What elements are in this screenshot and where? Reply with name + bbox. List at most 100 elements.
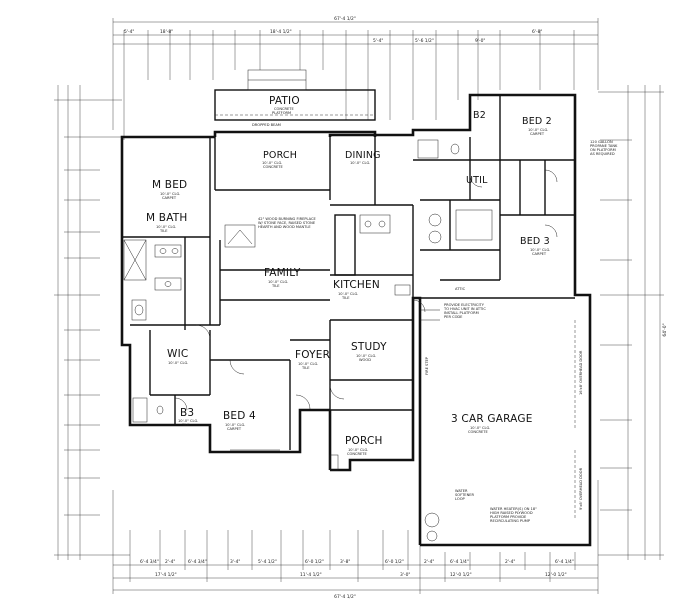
master-bath-note-2: TILE bbox=[159, 229, 168, 233]
study-note-2: WOOD bbox=[359, 358, 371, 362]
water-heater-note-2: HIGH RAISED PLYWOOD bbox=[490, 511, 533, 515]
dining-label: DINING bbox=[345, 150, 381, 161]
bed4-note-1: 10'-0" CLG. bbox=[225, 423, 245, 427]
rear-porch-note-2: CONCRETE bbox=[263, 165, 283, 169]
dropped-beam-note: DROPPED BEAM bbox=[252, 123, 281, 127]
foyer-label: FOYER bbox=[295, 349, 330, 361]
bottom-dim-2: 2'-4" bbox=[165, 559, 175, 565]
bottom-dim-3: 6'-4 3/4" bbox=[188, 559, 207, 565]
bottom-dim-1: 6'-4 3/4" bbox=[140, 559, 159, 565]
bottom-dim-4: 3'-4" bbox=[230, 559, 240, 565]
attic-note: ATTIC bbox=[455, 287, 466, 291]
bottom-total-1: 17'-4 1/2" bbox=[155, 572, 177, 578]
master-bed-label: M BED bbox=[152, 179, 187, 191]
patio-area bbox=[214, 69, 376, 121]
bottom-dim-11: 2'-4" bbox=[505, 559, 515, 565]
family-note-2: TILE bbox=[271, 284, 280, 288]
overall-depth-right: 64'-0" bbox=[662, 323, 668, 336]
top-dim-3: 18'-4 1/2" bbox=[270, 29, 292, 35]
study-note-1: 10'-0" CLG. bbox=[356, 354, 376, 358]
bed3-label: BED 3 bbox=[520, 236, 550, 247]
patio-note-2: PLATFORM bbox=[272, 111, 291, 115]
fireplace-note-2: W/ STONE FACE, RAISED STONE bbox=[258, 221, 316, 225]
rear-porch-note-1: 10'-0" CLG. bbox=[262, 161, 282, 165]
garage-door-note-2: 9'x8' OVERHEAD DOOR bbox=[579, 467, 583, 510]
bed2-note-2: CARPET bbox=[530, 132, 545, 136]
bottom-dim-7: 3'-8" bbox=[340, 559, 350, 565]
water-heater-note-3: PLATFORM PROVIDE bbox=[490, 515, 527, 519]
top-dim-5: 5'-6 1/2" bbox=[415, 38, 434, 44]
top-dim-1: 5'-4" bbox=[124, 29, 134, 35]
bottom-dim-10: 6'-4 1/4" bbox=[450, 559, 469, 565]
b3-label: B3 bbox=[180, 407, 194, 419]
hvac-note-2: TO HVAC UNIT IN ATTIC bbox=[443, 307, 486, 311]
front-porch-note-1: 10'-0" CLG. bbox=[348, 448, 368, 452]
bottom-dim-8: 6'-0 1/2" bbox=[385, 559, 404, 565]
study-label: STUDY bbox=[351, 341, 387, 353]
interior-walls bbox=[122, 95, 575, 450]
bed2-note-1: 10'-0" CLG. bbox=[528, 128, 548, 132]
kitchen-label: KITCHEN bbox=[333, 279, 380, 291]
water-softener-note-3: LOOP bbox=[455, 497, 466, 501]
family-label: FAMILY bbox=[264, 267, 301, 279]
front-porch-label: PORCH bbox=[345, 435, 383, 447]
propane-note-2: PROPANE TANK bbox=[590, 144, 618, 148]
water-softener-note-1: WATER bbox=[455, 489, 468, 493]
water-softener-note-2: SOFTENER bbox=[455, 493, 475, 497]
water-heater-note-4: RECIRCULATING PUMP bbox=[490, 519, 531, 523]
propane-note-3: ON PLATFORM bbox=[590, 148, 616, 152]
room-labels: PORCH 10'-0" CLG. CONCRETE DINING 10'-0"… bbox=[146, 110, 552, 456]
garage-label: 3 CAR GARAGE bbox=[451, 413, 533, 425]
master-bath-note-1: 10'-0" CLG. bbox=[156, 225, 176, 229]
fixtures bbox=[123, 94, 576, 542]
hvac-note-3: INSTALL PLATFORM bbox=[444, 311, 479, 315]
kitchen-note-1: 10'-0" CLG. bbox=[338, 292, 358, 296]
hvac-note-4: PER CODE bbox=[444, 315, 463, 319]
bottom-dim-12: 6'-4 1/4" bbox=[555, 559, 574, 565]
foyer-note-1: 10'-0" CLG. bbox=[298, 362, 318, 366]
bottom-total-5: 12'-0 1/2" bbox=[545, 572, 567, 578]
top-dim-2: 18'-8" bbox=[160, 29, 173, 35]
garage-note-2: CONCRETE bbox=[468, 430, 488, 434]
kitchen-note-2: TILE bbox=[341, 296, 350, 300]
bed4-label: BED 4 bbox=[223, 410, 256, 422]
family-note-1: 10'-0" CLG. bbox=[268, 280, 288, 284]
garage-door-note: 16'x8' OVERHEAD DOOR bbox=[579, 350, 583, 395]
wic-note: 10'-0" CLG. bbox=[168, 361, 188, 365]
plan-notes: 120 GALLON PROPANE TANK ON PLATFORM AS R… bbox=[258, 140, 618, 523]
patio-note-1: CONCRETE bbox=[274, 107, 294, 111]
top-dim-6: 9'-0" bbox=[475, 38, 485, 44]
b3-note-1: 10'-0" CLG. bbox=[178, 419, 198, 423]
bed3-note-1: 10'-0" CLG. bbox=[530, 248, 550, 252]
b2-label: B2 bbox=[473, 110, 486, 121]
front-porch-note-2: CONCRETE bbox=[347, 452, 367, 456]
fireplace-note-1: 42" WOOD BURNING FIREPLACE bbox=[258, 217, 316, 221]
top-dim-7: 6'-8" bbox=[532, 29, 542, 35]
util-label: UTIL bbox=[466, 175, 488, 186]
bottom-total-4: 12'-0 1/2" bbox=[450, 572, 472, 578]
bottom-total-3: 3'-0" bbox=[400, 572, 410, 578]
b3-note-2: TILE bbox=[181, 423, 190, 427]
fireplace-note-3: HEARTH AND WOOD MANTLE bbox=[258, 225, 311, 229]
bottom-dim-9: 2'-4" bbox=[424, 559, 434, 565]
fire-step-note: FIRE STEP bbox=[425, 356, 429, 375]
bed2-label: BED 2 bbox=[522, 116, 552, 127]
bed3-note-2: CARPET bbox=[532, 252, 547, 256]
dimension-labels: 67'-4 1/2" 5'-4" 18'-8" 18'-4 1/2" 5'-4"… bbox=[124, 16, 668, 600]
dining-note: 10'-0" CLG. bbox=[350, 161, 370, 165]
master-bath-label: M BATH bbox=[146, 212, 187, 224]
bottom-dim-5: 5'-4 1/2" bbox=[258, 559, 277, 565]
wic-label: WIC bbox=[167, 348, 188, 360]
propane-note-4: AS REQUIRED bbox=[590, 152, 615, 156]
water-heater-note-1: WATER HEATER(S) ON 18" bbox=[490, 507, 537, 511]
master-bed-note-2: CARPET bbox=[162, 196, 177, 200]
overall-width-top: 67'-4 1/2" bbox=[334, 16, 356, 22]
rear-porch-label: PORCH bbox=[263, 150, 297, 161]
foyer-note-2: TILE bbox=[301, 366, 310, 370]
hvac-note-1: PROVIDE ELECTRICITY bbox=[444, 303, 485, 307]
bed4-note-2: CARPET bbox=[227, 427, 242, 431]
garage-note-1: 10'-0" CLG. bbox=[470, 426, 490, 430]
dimension-lines bbox=[54, 18, 664, 594]
propane-note-1: 120 GALLON bbox=[590, 140, 613, 144]
